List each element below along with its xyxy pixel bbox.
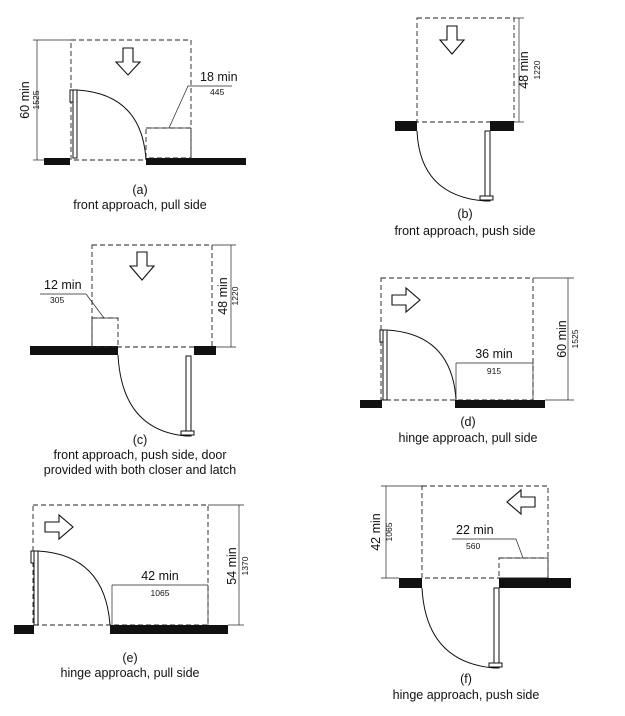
dim-label: 22 min [456, 523, 494, 537]
dim-sublabel: 305 [50, 295, 64, 305]
diagram-letter: (e) [122, 651, 137, 665]
diagram-caption: hinge approach, push side [393, 688, 540, 702]
clear-floor-space [91, 244, 213, 348]
wall-left [44, 158, 70, 165]
door-swing-arc [76, 89, 147, 161]
diagram-c: 12 min 305 48 min 1220 (c) front approac… [30, 244, 240, 477]
latch-clearance [91, 317, 119, 348]
wall-right [194, 346, 216, 355]
door-leaf [382, 329, 388, 401]
wall-left [14, 625, 34, 634]
door-swing-arc [117, 354, 187, 437]
door-leaf [484, 130, 491, 202]
door-leaf [493, 587, 500, 669]
leader-line [168, 85, 189, 129]
dim-sublabel: 560 [466, 541, 480, 551]
diagram-caption-line1: front approach, push side, door [53, 448, 226, 462]
door-swing-arc [416, 130, 486, 202]
diagram-caption-line2: provided with both closer and latch [44, 463, 237, 477]
diagram-letter: (c) [133, 433, 148, 447]
wall-left [360, 400, 382, 408]
approach-arrow-icon [438, 25, 466, 55]
wall-right [499, 578, 571, 588]
wall-left [395, 121, 417, 131]
approach-arrow-icon [391, 286, 421, 314]
door-handle [69, 89, 74, 103]
clear-floor-space [32, 504, 209, 626]
dim-sublabel: 1525 [31, 90, 41, 109]
diagram-caption: front approach, push side [394, 224, 535, 238]
dim-sublabel: 1065 [384, 522, 394, 541]
dim-sublabel: 1370 [240, 556, 250, 575]
clear-floor-space [416, 17, 515, 123]
approach-arrow-icon [44, 513, 74, 541]
dim-label: 18 min [200, 70, 238, 84]
door-handle [180, 430, 195, 436]
clear-floor-space [380, 277, 534, 401]
door-swing-arc [386, 329, 457, 401]
approach-arrow-icon [128, 251, 156, 281]
diagram-letter: (f) [460, 672, 472, 686]
door-swing-arc [421, 587, 495, 669]
door-leaf [185, 355, 192, 437]
dim-sublabel: 915 [487, 366, 501, 376]
wall-left [399, 578, 422, 588]
dim-label: 60 min [555, 320, 569, 358]
wall-right [146, 158, 246, 165]
latch-clearance [145, 127, 192, 159]
dim-label: 12 min [44, 278, 82, 292]
wall-right [110, 625, 228, 634]
dim-sublabel: 1065 [151, 588, 170, 598]
diagram-b: 48 min 1220 (b) front approach, push sid… [394, 17, 542, 238]
door-swing-arc [37, 550, 111, 626]
diagram-letter: (b) [457, 207, 472, 221]
diagram-caption: hinge approach, pull side [61, 666, 200, 680]
approach-arrow-icon [114, 47, 142, 76]
leader-line [515, 538, 524, 559]
door-handle [379, 329, 384, 343]
dim-label: 36 min [475, 347, 513, 361]
approach-arrow-icon [506, 488, 536, 516]
latch-clearance [498, 557, 549, 579]
wall-right [490, 121, 514, 131]
diagram-a: 60 min 1525 18 min 445 (a) front approac… [18, 39, 246, 212]
diagram-caption: hinge approach, pull side [399, 431, 538, 445]
diagram-f: 42 min 1065 22 min 560 (f) hinge approac… [369, 485, 571, 702]
dim-sublabel: 445 [210, 87, 224, 97]
dim-label: 42 min [141, 569, 179, 583]
dim-label: 48 min [517, 51, 531, 89]
dim-label: 60 min [18, 81, 32, 119]
diagram-d: 36 min 915 60 min 1525 (d) hinge approac… [360, 277, 580, 445]
dim-label: 42 min [369, 513, 383, 551]
dim-sublabel: 1525 [570, 329, 580, 348]
door-leaf [72, 89, 78, 159]
diagram-letter: (a) [132, 183, 147, 197]
dim-sublabel: 1220 [532, 60, 542, 79]
clear-floor-space [421, 485, 549, 579]
door-handle [488, 662, 503, 668]
diagram-e: 42 min 1065 54 min 1370 (e) hinge approa… [14, 504, 250, 680]
door-handle [479, 195, 494, 201]
door-handle [30, 550, 35, 564]
wall-right [455, 400, 545, 408]
dim-label: 54 min [225, 547, 239, 585]
diagram-caption: front approach, pull side [73, 198, 206, 212]
dim-sublabel: 1220 [230, 286, 240, 305]
dim-label: 48 min [216, 277, 230, 315]
wall-left [30, 346, 118, 355]
leader-line [85, 293, 105, 319]
door-leaf [33, 550, 39, 626]
diagram-letter: (d) [460, 415, 475, 429]
